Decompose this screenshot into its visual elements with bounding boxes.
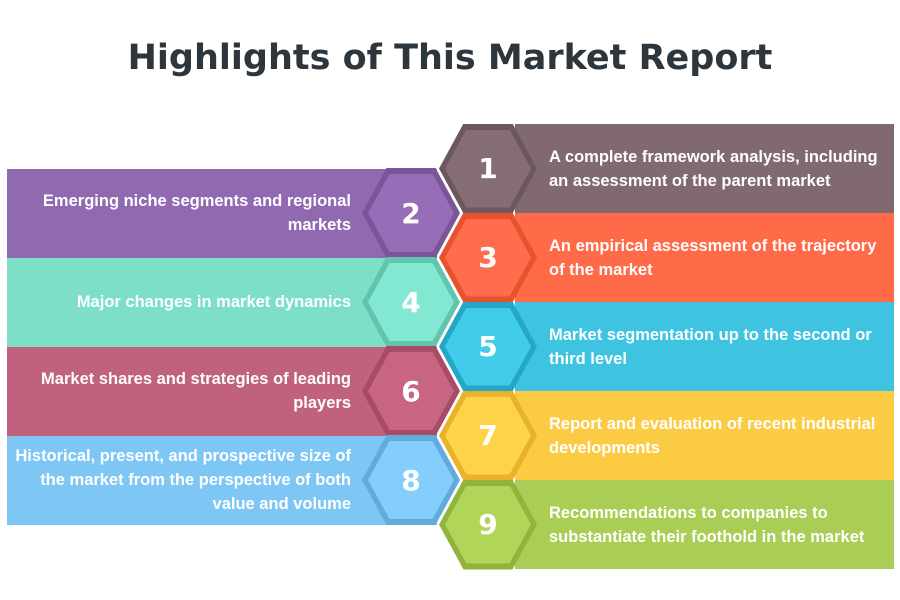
highlight-text: A complete framework analysis, including… [549, 147, 878, 190]
hexagon-number: 1 [478, 152, 498, 185]
highlight-band-5: Market segmentation up to the second or … [515, 302, 894, 391]
hexagon-badge-8: 8 [362, 435, 460, 525]
hexagon-inner [368, 263, 454, 341]
highlight-band-9: Recommendations to companies to substant… [515, 480, 894, 569]
hexagon-inner [368, 441, 454, 519]
hexagon-inner [368, 352, 454, 430]
highlight-band-7: Report and evaluation of recent industri… [515, 391, 894, 480]
hexagon-number: 6 [401, 374, 421, 408]
hexagon-number: 4 [401, 285, 421, 319]
hexagon-number: 8 [401, 463, 421, 497]
hexagon-number: 7 [478, 419, 498, 452]
hexagon-number: 3 [478, 241, 498, 274]
highlight-text: Major changes in market dynamics [76, 293, 351, 311]
hexagon-number: 9 [478, 508, 498, 541]
hexagon-inner [368, 174, 454, 252]
hexagon-badge-4: 4 [362, 257, 460, 347]
highlight-text: Market segmentation up to the second or … [549, 325, 872, 368]
highlight-text: Report and evaluation of recent industri… [549, 414, 876, 457]
hexagon-badge-6: 6 [362, 346, 460, 436]
highlight-text: Recommendations to companies to substant… [549, 503, 865, 546]
highlight-text: An empirical assessment of the trajector… [549, 236, 877, 279]
highlight-band-1: A complete framework analysis, including… [515, 124, 894, 213]
highlight-text: Emerging niche segments and regional mar… [42, 192, 351, 234]
hexagon-badge-2: 2 [362, 168, 460, 258]
hexagon-number: 2 [401, 196, 421, 230]
hexagon-badge-7: 7 [439, 390, 537, 481]
highlight-text: Market shares and strategies of leading … [41, 370, 351, 412]
hexagon-number: 5 [478, 330, 498, 363]
page-title: Highlights of This Market Report [127, 38, 773, 78]
highlight-text: Historical, present, and prospective siz… [15, 447, 351, 513]
highlight-band-3: An empirical assessment of the trajector… [515, 213, 894, 302]
